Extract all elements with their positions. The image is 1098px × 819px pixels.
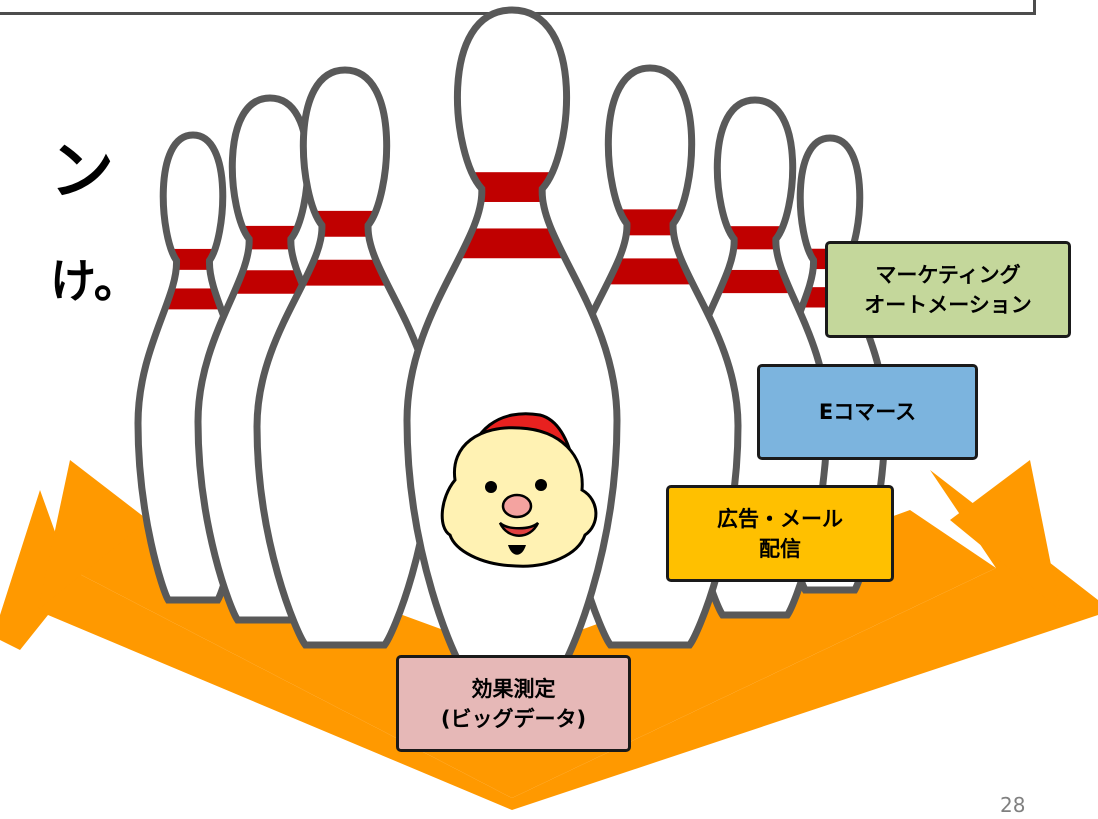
pin-stripe [138, 248, 248, 270]
mascot-nose [501, 493, 533, 519]
pin-outline [134, 131, 252, 604]
pin-outline [679, 96, 831, 619]
label-ad-mail: 広告・メール 配信 [666, 485, 894, 582]
pin-outline [194, 94, 346, 624]
orange-arrow [0, 470, 1098, 810]
pin-body [407, 10, 617, 672]
cut-off-text-1: ン [50, 135, 114, 209]
arrow-left-head [38, 460, 148, 610]
bowling-pin [403, 6, 621, 676]
pin-body [257, 70, 433, 645]
mascot-mouth [498, 521, 540, 537]
pin-stripe [407, 228, 617, 259]
arrow-right-head [950, 460, 1060, 610]
cut-off-text-2: け。 [50, 254, 140, 308]
pin-stripe [407, 172, 617, 202]
mascot [440, 412, 598, 568]
mascot-eye-right [535, 479, 547, 491]
pin-stripe [562, 258, 738, 285]
pin-outline [558, 64, 742, 649]
label-measurement: 効果測定 (ビッグデータ) [396, 655, 631, 752]
mascot-eye-left [485, 481, 497, 493]
pin-stripe [562, 209, 738, 236]
page-number: 28 [1000, 793, 1026, 817]
pin-outline [253, 66, 437, 649]
label-marketing-automation: マーケティング オートメーション [825, 241, 1071, 338]
label-ecommerce: Eコマース [757, 364, 978, 460]
mascot-beard [508, 545, 526, 555]
